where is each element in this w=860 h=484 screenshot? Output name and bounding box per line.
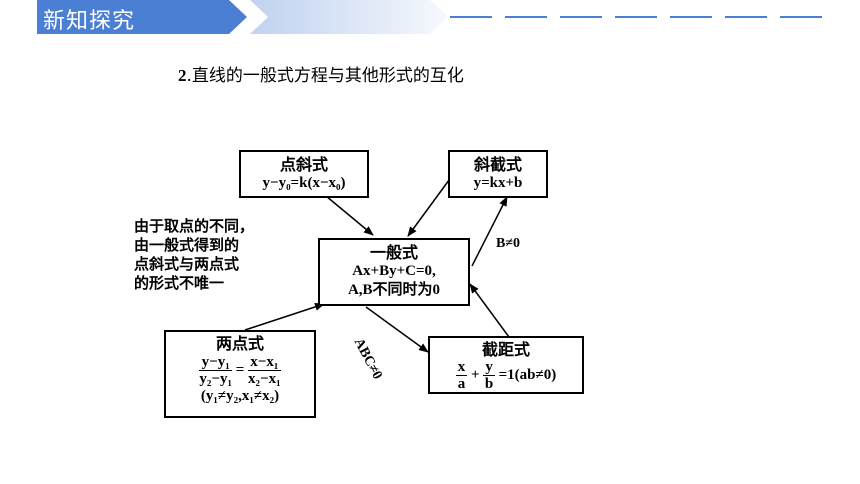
two-point-left-numerator: y−y₁ bbox=[199, 354, 232, 371]
side-note-line: 由一般式得到的 bbox=[134, 236, 240, 254]
intercept-x-denominator: a bbox=[457, 376, 466, 392]
intercept-y-fraction: y b bbox=[483, 359, 495, 392]
two-point-box: 两点式 y−y₁ y₂−y₁ = x−x₁ x₂−x₁ (y₁≠y₂,x₁≠x₂… bbox=[164, 330, 316, 418]
two-point-right-denominator: x₂−x₁ bbox=[248, 371, 281, 387]
header-banner-shape bbox=[37, 0, 247, 34]
side-note-line: 点斜式与两点式 bbox=[134, 255, 240, 273]
two-point-left-denominator: y₂−y₁ bbox=[199, 371, 232, 387]
two-point-condition: (y₁≠y₂,x₁≠x₂) bbox=[200, 388, 280, 404]
intercept-x-numerator: x bbox=[455, 359, 468, 376]
two-point-left-fraction: y−y₁ y₂−y₁ bbox=[199, 354, 232, 387]
header-decoration bbox=[250, 0, 822, 34]
slope-intercept-title: 斜截式 bbox=[473, 155, 522, 174]
intercept-formula: x a + y b =1(ab≠0) bbox=[455, 359, 557, 392]
subtitle-number: 2 bbox=[178, 66, 187, 85]
arrow-two-point-to-general bbox=[244, 303, 325, 331]
point-slope-title: 点斜式 bbox=[279, 155, 328, 174]
point-slope-box: 点斜式 y−y₀=k(x−x₀) bbox=[239, 150, 369, 198]
intercept-rest: =1(ab≠0) bbox=[498, 367, 557, 383]
two-point-right-numerator: x−x₁ bbox=[248, 354, 281, 371]
arrow-point-slope-to-general bbox=[325, 195, 374, 236]
point-slope-formula: y−y₀=k(x−x₀) bbox=[262, 175, 346, 191]
side-note-line: 由于取点的不同， bbox=[134, 217, 255, 235]
two-point-formula: y−y₁ y₂−y₁ = x−x₁ x₂−x₁ bbox=[199, 354, 281, 387]
general-form-box: 一般式 Ax+By+C=0, A,B不同时为0 bbox=[318, 238, 470, 306]
slope-intercept-formula: y=kx+b bbox=[473, 175, 523, 191]
side-note-line: 的形式不唯一 bbox=[134, 274, 225, 292]
subtitle-text: .直线的一般式方程与其他形式的互化 bbox=[186, 66, 464, 86]
general-form-formula: Ax+By+C=0, bbox=[352, 263, 436, 279]
slope-intercept-box: 斜截式 y=kx+b bbox=[448, 150, 548, 198]
arrow-general-to-slope-intercept bbox=[471, 196, 508, 267]
intercept-box: 截距式 x a + y b =1(ab≠0) bbox=[428, 336, 584, 394]
two-point-right-fraction: x−x₁ x₂−x₁ bbox=[248, 354, 281, 387]
section-subtitle: 2.直线的一般式方程与其他形式的互化 bbox=[178, 61, 464, 86]
side-note: 由于取点的不同， 由一般式得到的 点斜式与两点式 的形式不唯一 bbox=[134, 217, 254, 293]
header-banner: 新知探究 bbox=[37, 0, 247, 34]
header-title: 新知探究 bbox=[43, 9, 136, 34]
intercept-y-numerator: y bbox=[483, 359, 495, 376]
intercept-title: 截距式 bbox=[481, 340, 530, 359]
general-form-title: 一般式 bbox=[369, 243, 418, 262]
arrow-general-to-intercept bbox=[365, 306, 429, 353]
intercept-x-fraction: x a bbox=[455, 359, 468, 392]
b-condition-label: B≠0 bbox=[496, 236, 521, 251]
arrow-slope-intercept-to-general bbox=[407, 175, 453, 237]
intercept-y-denominator: b bbox=[484, 376, 494, 392]
general-form-condition: A,B不同时为0 bbox=[347, 282, 441, 298]
arrow-intercept-to-general bbox=[469, 283, 510, 338]
two-point-title: 两点式 bbox=[215, 334, 264, 353]
